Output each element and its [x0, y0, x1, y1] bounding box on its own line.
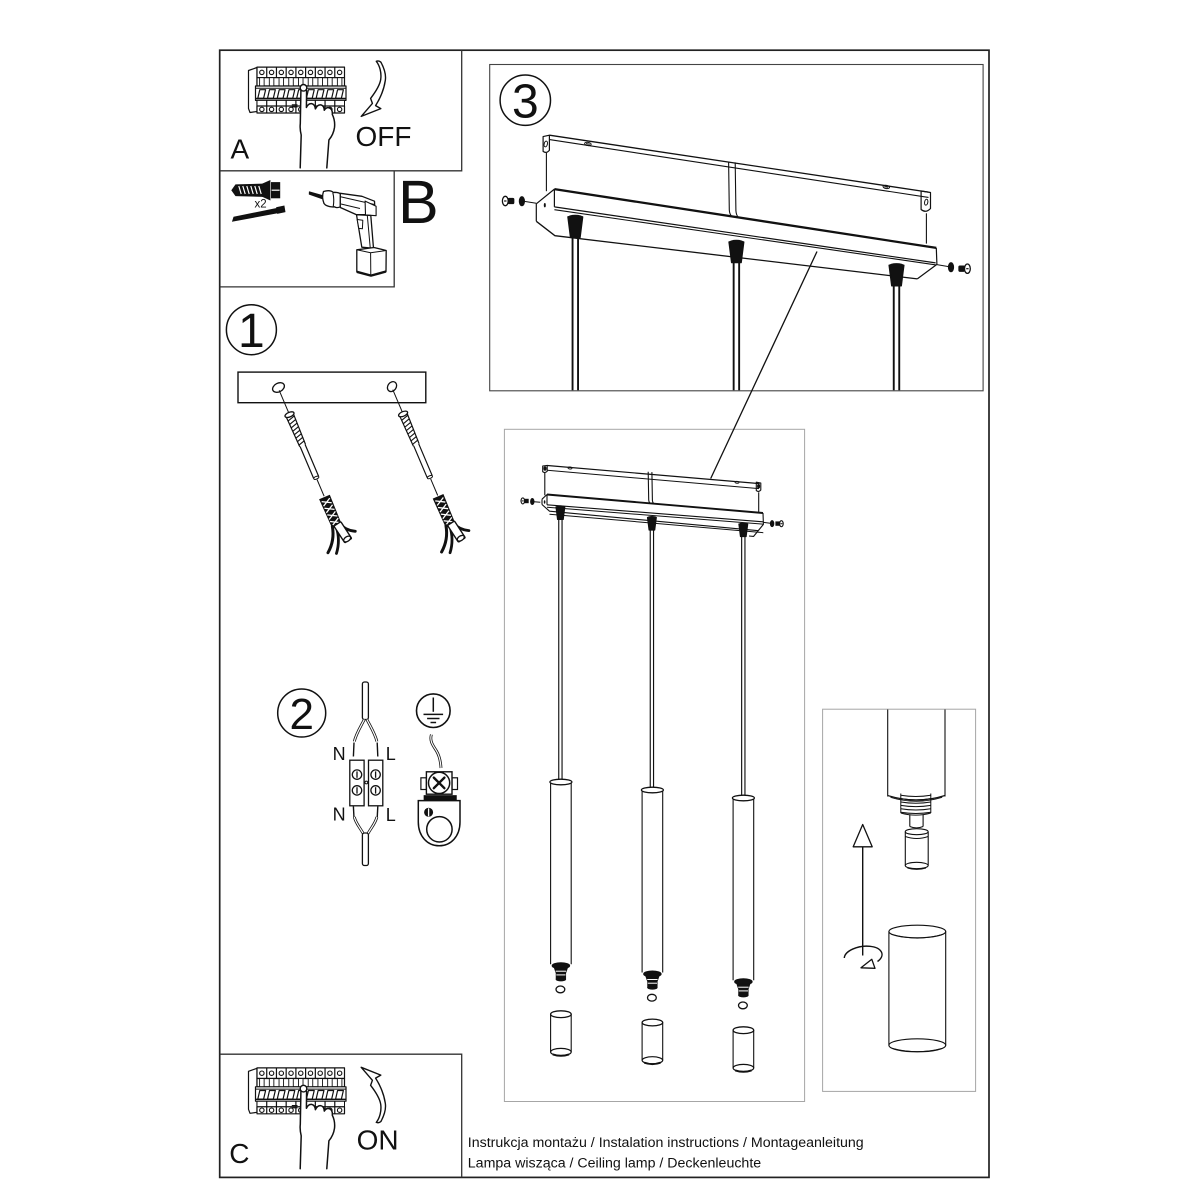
svg-text:x2: x2 [255, 199, 267, 211]
svg-text:OFF: OFF [356, 121, 412, 152]
svg-text:L: L [386, 744, 396, 764]
svg-text:ON: ON [357, 1125, 399, 1156]
svg-text:B: B [398, 168, 439, 236]
svg-text:A: A [231, 133, 250, 164]
svg-text:Lampa wisząca / Ceiling lamp /: Lampa wisząca / Ceiling lamp / Deckenleu… [468, 1155, 761, 1171]
svg-text:2: 2 [289, 690, 313, 739]
svg-text:N: N [333, 744, 346, 764]
svg-text:C: C [229, 1138, 249, 1169]
svg-text:1: 1 [238, 305, 265, 358]
svg-text:Instrukcja montażu / Instalati: Instrukcja montażu / Instalation instruc… [468, 1135, 864, 1151]
svg-text:3: 3 [512, 75, 539, 128]
svg-text:L: L [386, 805, 396, 825]
svg-text:N: N [333, 805, 346, 825]
